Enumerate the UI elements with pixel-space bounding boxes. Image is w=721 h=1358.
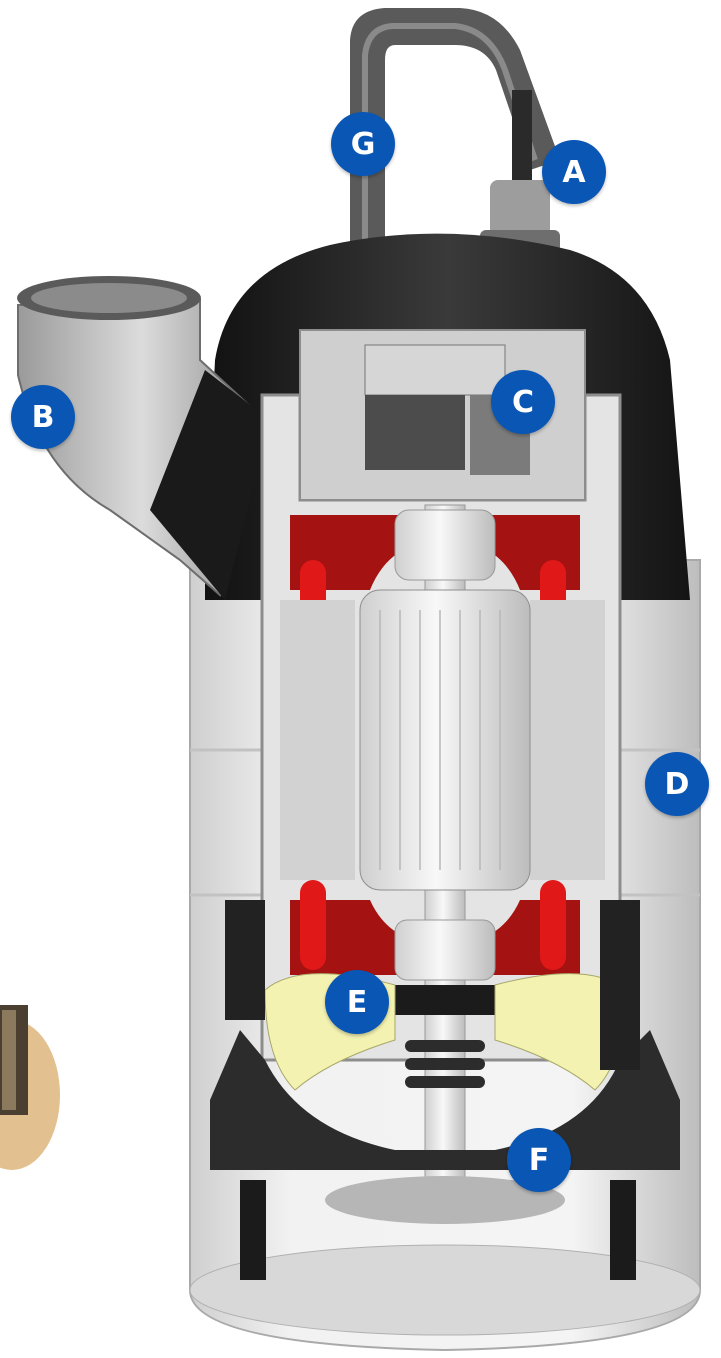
callout-g[interactable]: G [331,112,395,176]
callout-d[interactable]: D [645,752,709,816]
terminal-block [364,344,530,475]
callout-a[interactable]: A [542,140,606,204]
callout-e[interactable]: E [325,970,389,1034]
callout-c[interactable]: C [491,370,555,434]
mechanical-seal [395,985,495,1088]
callout-b[interactable]: B [11,385,75,449]
volute [210,900,680,1280]
discharge-pipe [17,276,270,600]
background-object [0,1005,60,1170]
callout-f[interactable]: F [507,1128,571,1192]
lifting-handle [350,8,560,250]
stator-windings [280,515,605,975]
rotor-shaft [359,504,531,1206]
